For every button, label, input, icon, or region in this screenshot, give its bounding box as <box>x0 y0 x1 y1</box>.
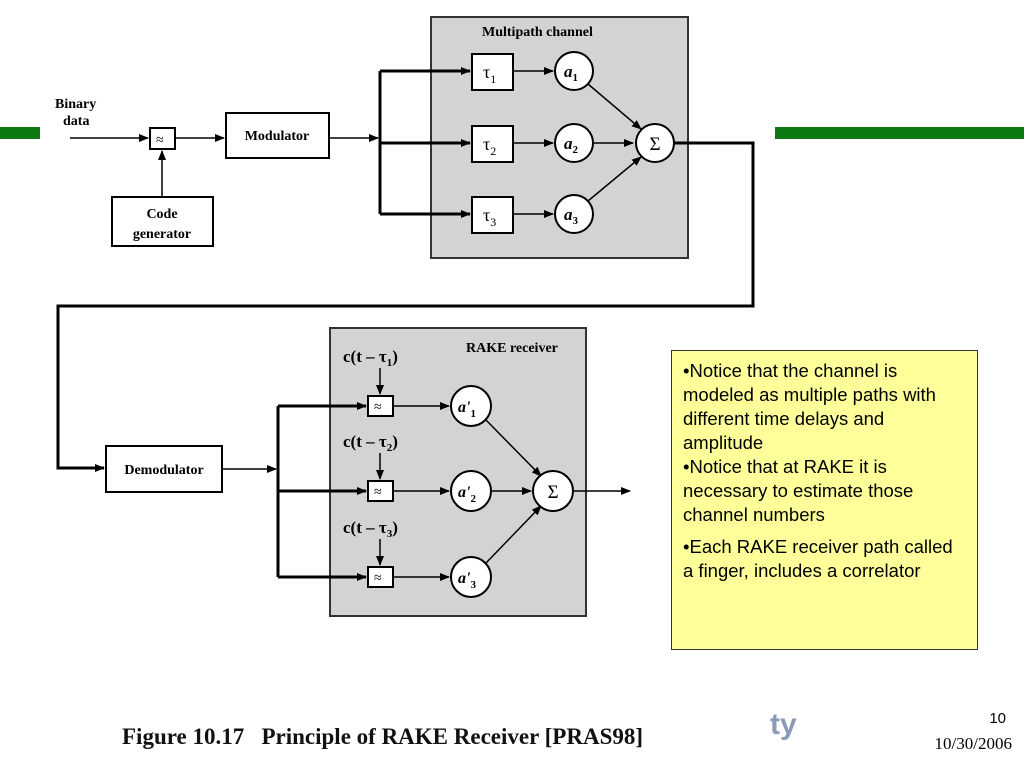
svg-text:a'3: a'3 <box>458 570 476 591</box>
spreader-symbol: ≈ <box>156 133 164 148</box>
modulator-block <box>225 112 330 159</box>
delay-block-3: τ3 <box>471 196 514 234</box>
delay-block-1: τ1 <box>471 53 514 91</box>
svg-text:τ3: τ3 <box>483 205 496 229</box>
sum-arrow <box>587 83 642 130</box>
note-item: •Notice that the channel is modeled as m… <box>683 360 936 453</box>
code-generator-block <box>111 196 214 247</box>
gain-node-3: a3 <box>554 194 594 234</box>
correlator-1: ≈ <box>367 395 394 417</box>
figure-caption: Figure 10.17 Principle of RAKE Receiver … <box>122 724 644 749</box>
code-generator-label: Code <box>146 207 177 222</box>
demodulator-label: Demodulator <box>124 463 203 478</box>
slide-date: 10/30/2006 <box>934 734 1012 753</box>
page-number: 10 <box>989 710 1006 727</box>
svg-text:τ2: τ2 <box>483 134 496 158</box>
channel-title: Multipath channel <box>482 25 593 40</box>
receiver-title: RAKE receiver <box>466 341 558 356</box>
svg-text:a1: a1 <box>564 62 578 84</box>
svg-text:≈: ≈ <box>374 571 382 586</box>
code-label-2: c(t – τ2) <box>343 432 398 454</box>
svg-text:a'1: a'1 <box>458 399 476 420</box>
sum-arrow <box>587 156 642 202</box>
rx-gain-node-1: a'1 <box>450 385 492 427</box>
code-label-3: c(t – τ3) <box>343 518 398 540</box>
gain-node-1: a1 <box>554 51 594 91</box>
correlator-2: ≈ <box>367 480 394 502</box>
rx-sum-arrow <box>485 505 542 564</box>
svg-text:a'2: a'2 <box>458 484 476 505</box>
input-label: Binary <box>55 97 96 112</box>
accent-bar-left <box>0 127 40 139</box>
receiver-sum-node: Σ <box>532 470 574 512</box>
svg-text:Σ: Σ <box>649 134 660 155</box>
notes-box: •Notice that the channel is modeled as m… <box>671 350 978 650</box>
rx-gain-node-2: a'2 <box>450 470 492 512</box>
input-label: data <box>63 114 89 129</box>
code-label-1: c(t – τ1) <box>343 347 398 369</box>
svg-text:a2: a2 <box>564 134 579 156</box>
rx-gain-node-3: a'3 <box>450 556 492 598</box>
delay-block-2: τ2 <box>471 125 514 163</box>
svg-text:≈: ≈ <box>374 485 382 500</box>
code-generator-label: generator <box>133 227 191 242</box>
channel-output-wire <box>56 141 755 472</box>
accent-bar-right <box>775 127 1024 139</box>
channel-sum-node: Σ <box>635 123 675 163</box>
svg-text:Σ: Σ <box>547 482 558 503</box>
svg-text:≈: ≈ <box>374 400 382 415</box>
note-item: •Each RAKE receiver path called a finger… <box>683 536 953 581</box>
modulator-label: Modulator <box>245 129 310 144</box>
svg-text:a3: a3 <box>564 205 579 227</box>
footer-fragment: ty <box>770 708 797 741</box>
spreader-block <box>149 127 176 150</box>
svg-text:τ1: τ1 <box>483 62 496 86</box>
gain-node-2: a2 <box>554 123 594 163</box>
rx-sum-arrow <box>485 419 542 477</box>
correlator-3: ≈ <box>367 566 394 588</box>
note-item: •Notice that at RAKE it is necessary to … <box>683 456 914 525</box>
